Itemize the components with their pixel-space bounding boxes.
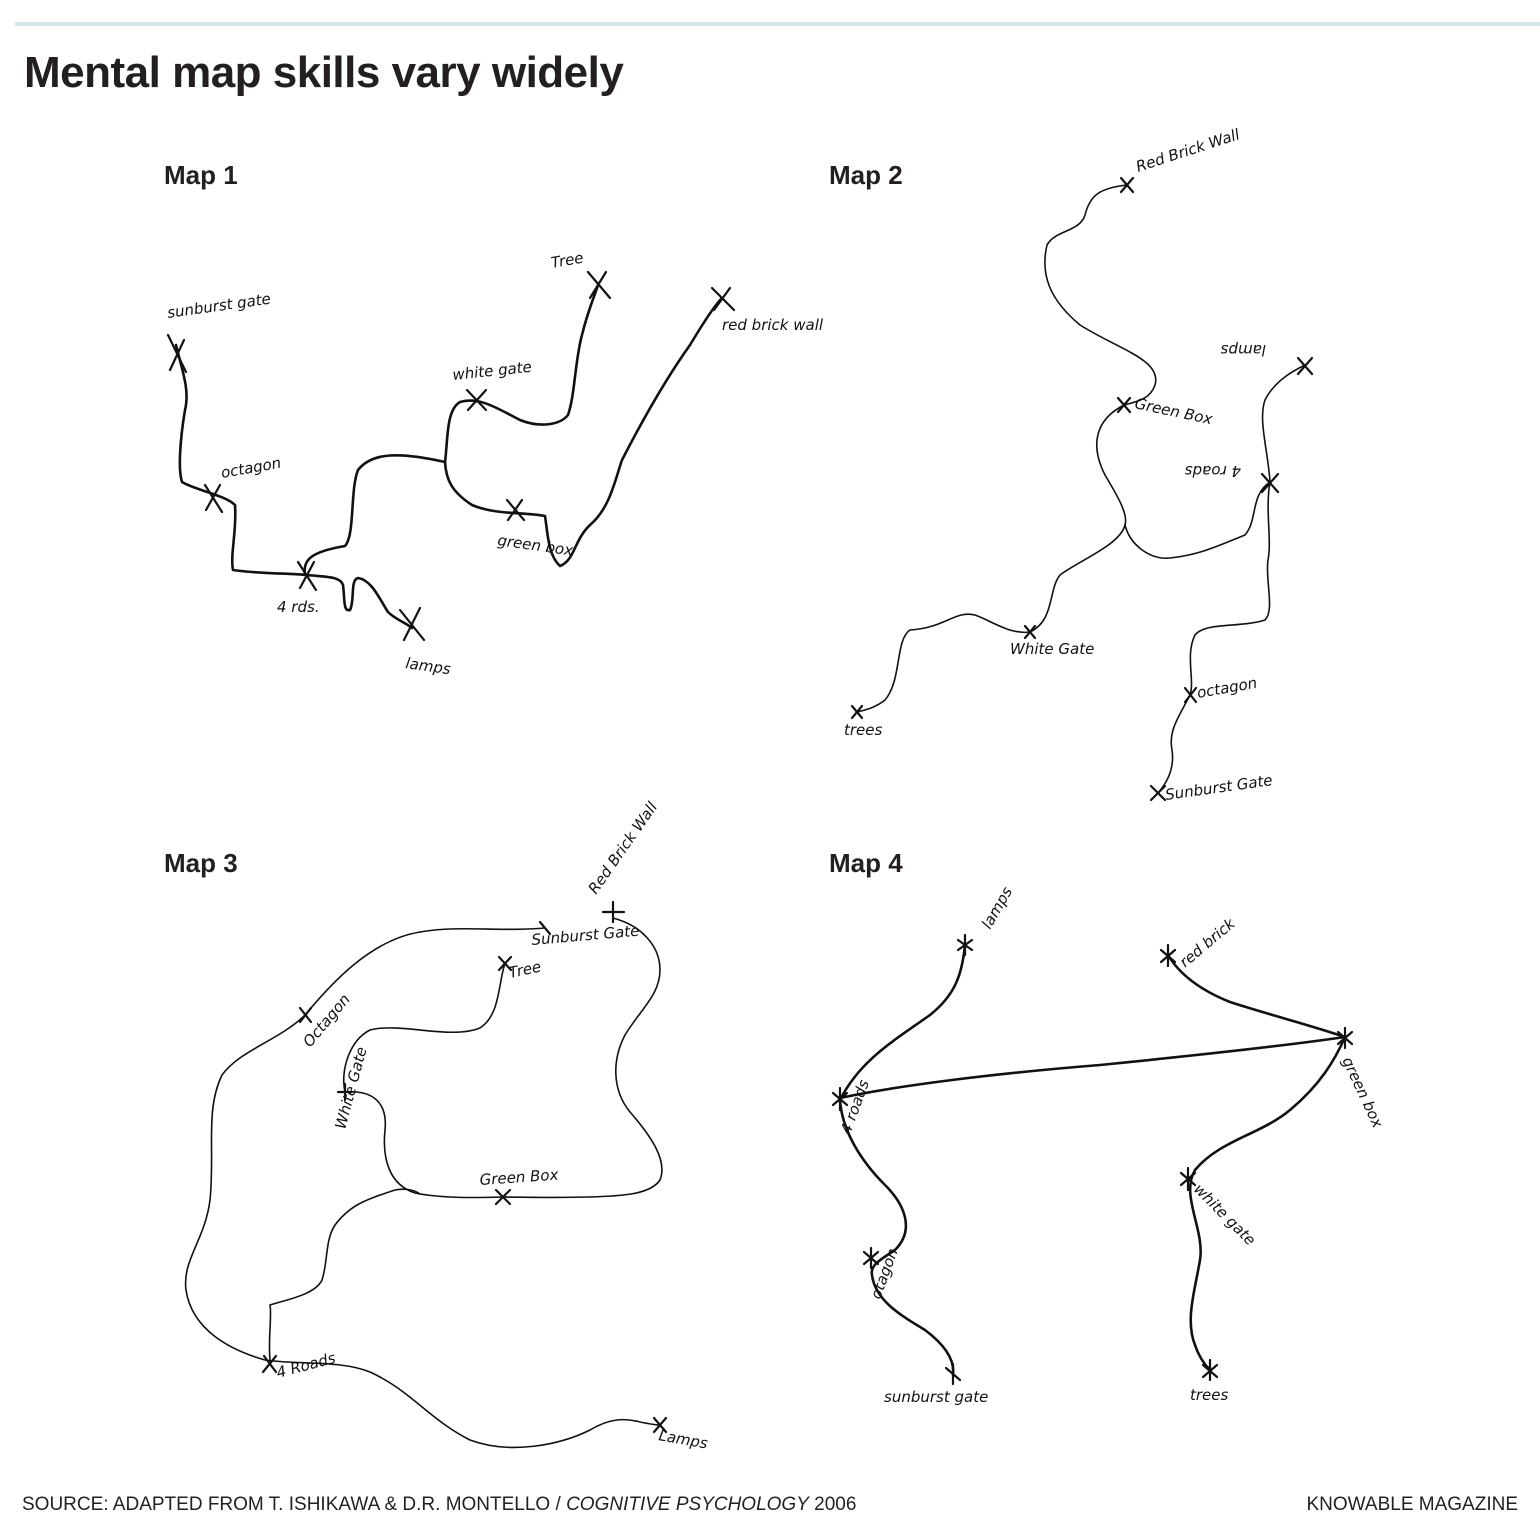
- landmark-label: Tree: [507, 958, 543, 982]
- landmark-markers: [831, 933, 1354, 1386]
- landmark-markers: [850, 176, 1314, 802]
- landmark-label: Red Brick Wall: [585, 798, 662, 897]
- map-4-route: [838, 943, 967, 1377]
- landmark-label: white gate: [452, 358, 533, 384]
- landmark-label: red brick wall: [722, 316, 824, 334]
- landmark-label: 4 roads: [1185, 462, 1241, 480]
- landmark-label: 4 Roads: [274, 1349, 337, 1382]
- map-4-route: [838, 1035, 1347, 1100]
- landmark-label: octagon: [1196, 674, 1259, 702]
- landmark-label: White Gate: [1010, 640, 1094, 658]
- map-2-label: Map 2: [829, 160, 903, 190]
- landmark-label: red brick: [1176, 914, 1239, 971]
- landmark-label: White Gate: [331, 1045, 370, 1131]
- map-4-label: Map 4: [829, 848, 903, 878]
- publisher-credit: KNOWABLE MAGAZINE: [1306, 1494, 1519, 1515]
- landmark-markers: [166, 270, 736, 642]
- landmark-label: lamps: [978, 884, 1016, 932]
- landmark-label: trees: [1190, 1386, 1229, 1404]
- landmark-label: Tree: [550, 249, 585, 272]
- map-1-label: Map 1: [164, 160, 238, 190]
- map-4-sketch: lamps 4 roads otagon sunburst gate red b…: [831, 884, 1387, 1406]
- map-3-route: [268, 1188, 421, 1361]
- landmark-label: sunburst gate: [166, 290, 272, 322]
- source-year: 2006: [808, 1494, 857, 1515]
- landmark-label: Sunburst Gate: [1164, 771, 1274, 804]
- landmark-label: lamps: [1221, 341, 1266, 359]
- map-1-route: [174, 343, 414, 630]
- landmark-label: Green Box: [479, 1166, 559, 1189]
- landmark-label: Octagon: [299, 990, 354, 1050]
- landmark-label: sunburst gate: [884, 1388, 988, 1406]
- map-2-route: [1124, 364, 1306, 559]
- landmark-label: Red Brick Wall: [1134, 125, 1243, 176]
- map-1-route: [443, 296, 724, 568]
- map-2-route: [856, 524, 1126, 713]
- landmark-markers: [261, 900, 668, 1434]
- map-3-label: Map 3: [164, 848, 238, 878]
- map-1-sketch: sunburst gate octagon 4 rds. lamps white…: [166, 249, 824, 679]
- top-rule: [15, 22, 1540, 26]
- source-credit: SOURCE: ADAPTED FROM T. ISHIKAWA & D.R. …: [22, 1494, 856, 1516]
- landmark-label: Green Box: [1133, 394, 1214, 428]
- map-4-route: [1166, 953, 1347, 1372]
- landmark-label: green box: [496, 531, 574, 559]
- page-title: Mental map skills vary widely: [24, 48, 624, 97]
- source-prefix: SOURCE: ADAPTED FROM T. ISHIKAWA & D.R. …: [22, 1494, 567, 1515]
- landmark-label: octagon: [220, 454, 283, 482]
- landmark-label: Sunburst Gate: [531, 922, 640, 949]
- landmark-label: Lamps: [657, 1426, 709, 1452]
- landmark-label: 4 rds.: [277, 598, 320, 616]
- landmark-label: trees: [844, 721, 883, 739]
- landmark-label: green box: [1338, 1054, 1386, 1131]
- map-2-route: [1044, 184, 1157, 526]
- map-2-route: [1157, 481, 1271, 794]
- landmark-label: lamps: [404, 654, 452, 678]
- landmark-label: 4 roads: [837, 1077, 873, 1136]
- map-1-route: [303, 283, 600, 577]
- map-2-sketch: Red Brick Wall Green Box lamps 4 roads W…: [844, 125, 1314, 804]
- map-3-route: [184, 927, 661, 1449]
- source-journal: COGNITIVE PSYCHOLOGY: [566, 1494, 809, 1515]
- map-3-sketch: Red Brick Wall Sunburst Gate Tree Octago…: [184, 798, 709, 1453]
